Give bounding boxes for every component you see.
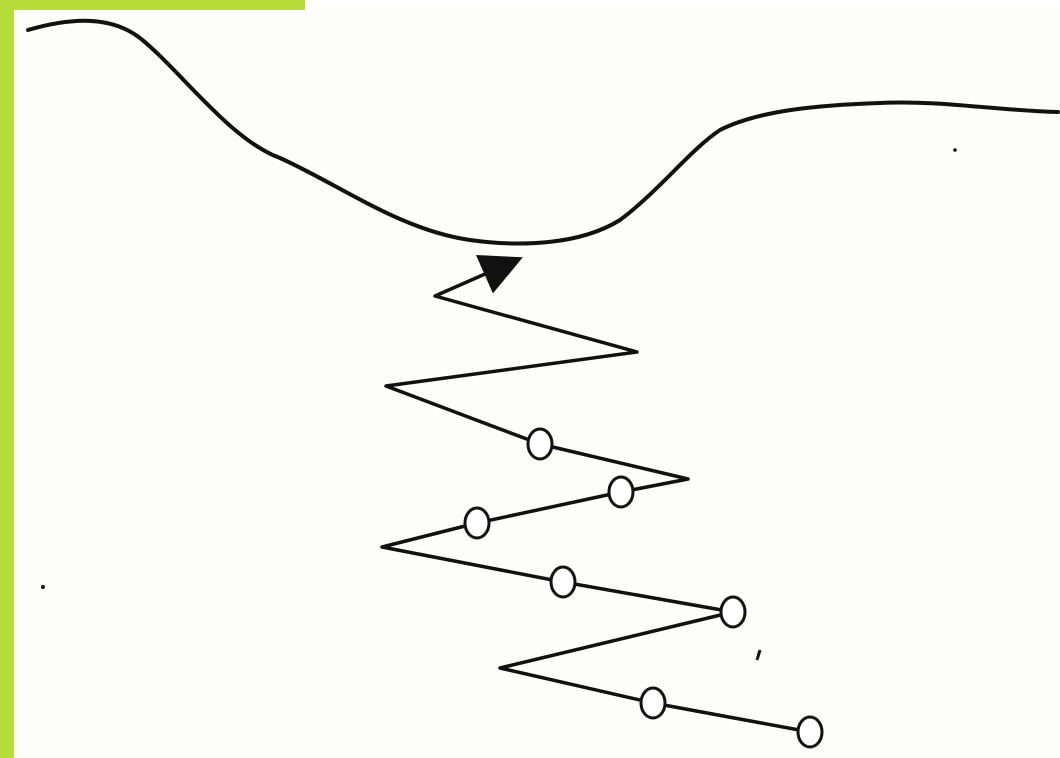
bead-group xyxy=(465,429,822,747)
speck-mark xyxy=(953,148,957,152)
bead xyxy=(465,508,489,538)
bead xyxy=(798,717,822,747)
zigzag-path xyxy=(382,259,810,732)
stray-mark xyxy=(757,650,760,660)
bead xyxy=(551,567,575,597)
bead xyxy=(641,688,665,718)
bead xyxy=(609,477,633,507)
speck-mark xyxy=(41,585,45,589)
bead xyxy=(721,597,745,627)
bead xyxy=(528,429,552,459)
surface-curve xyxy=(28,21,1058,244)
